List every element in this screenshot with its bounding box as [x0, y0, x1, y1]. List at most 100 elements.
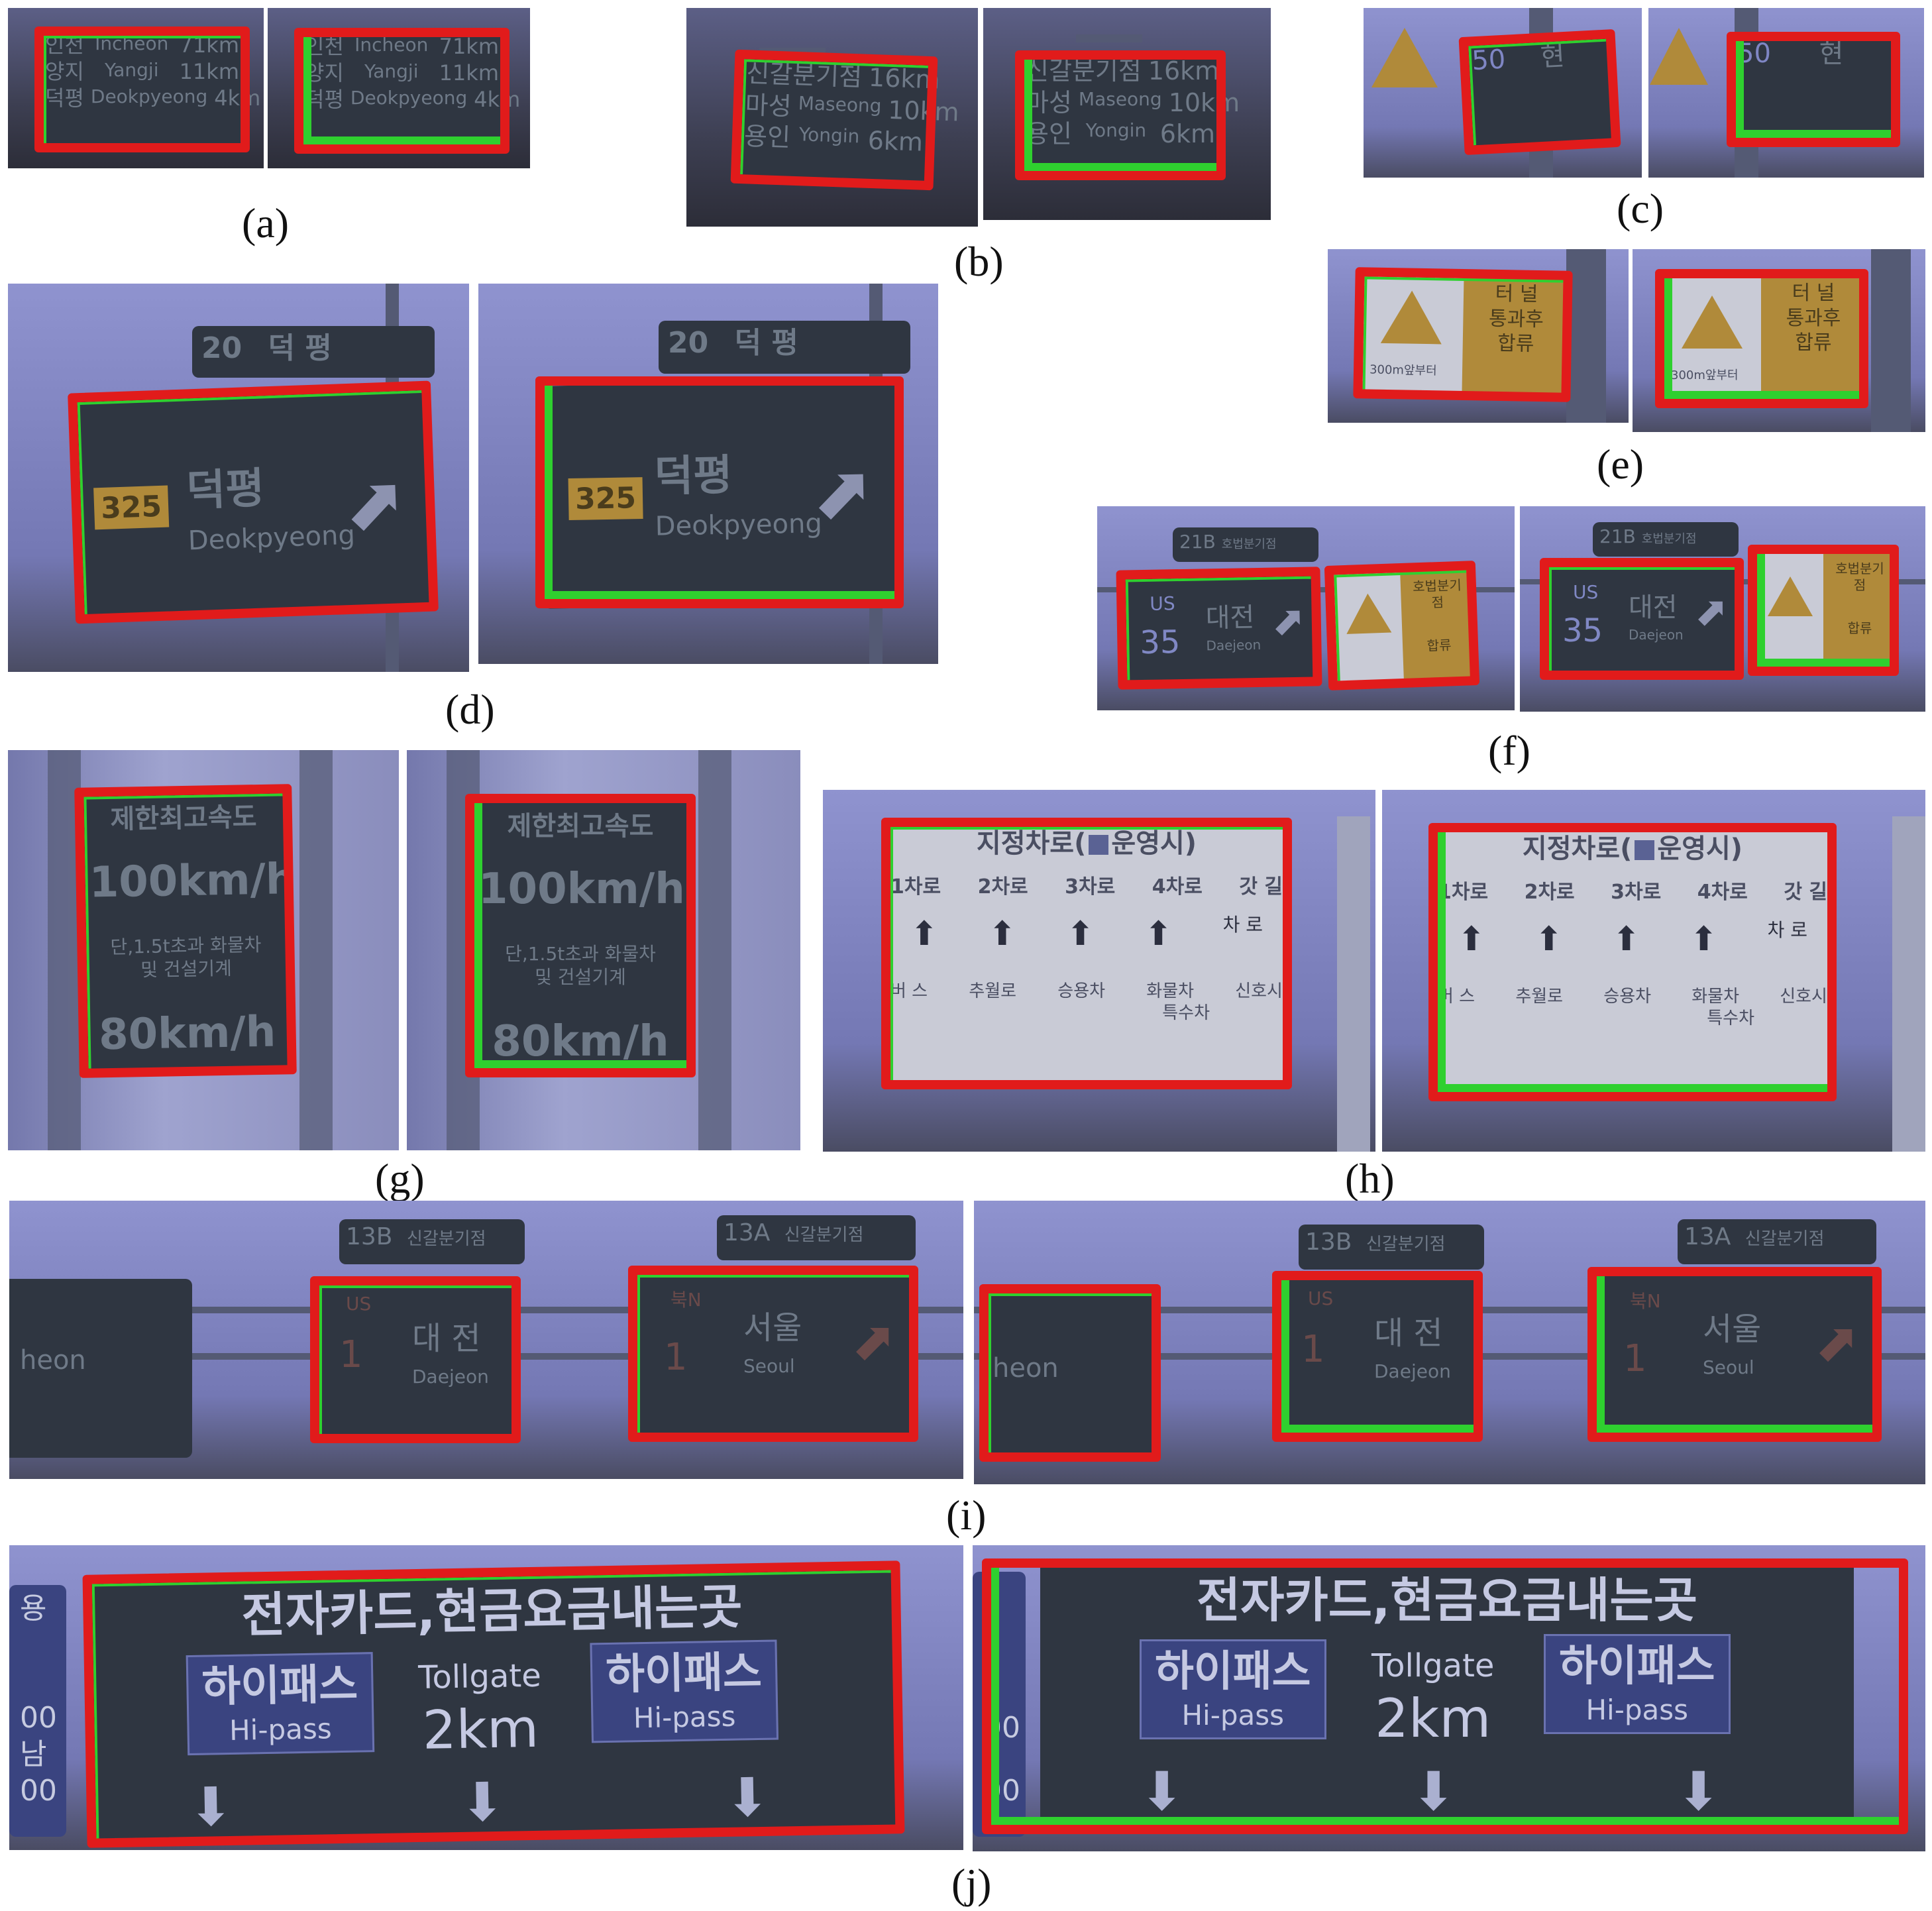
sign-text: 11km — [179, 59, 239, 84]
lane-sign: 지정차로(운영시) 1차로 2차로 3차로 4차로 갓 길 ⬆⬆⬆⬆ 차 로 버… — [1431, 826, 1834, 1091]
destination-ko: 대 전 — [412, 1320, 481, 1357]
road-sign-partial: heon — [982, 1287, 1158, 1459]
sign-text: 양지 — [305, 60, 344, 85]
hipass-box: 하이패스 Hi-pass — [1140, 1639, 1326, 1739]
truss-pole — [698, 750, 731, 1150]
pole — [1566, 249, 1606, 423]
detection-box — [68, 380, 439, 624]
lane-label: 1차로 — [1438, 881, 1489, 904]
lane-label: 1차로 — [890, 875, 941, 899]
road-sign: US 1 대 전 Daejeon — [1275, 1274, 1480, 1439]
arrow-up-icon: ⬆ — [1534, 919, 1563, 958]
lane-usage: 추월로 — [1515, 987, 1564, 1007]
arrow-up-icon: ⬆ — [1458, 919, 1485, 958]
sign-text: 양지 — [45, 59, 84, 84]
detection-box — [74, 784, 297, 1078]
arrow-up-right-icon: ⬈ — [851, 1310, 896, 1372]
caption-a: (a) — [242, 199, 290, 246]
arrow-up-icon: ⬆ — [1612, 919, 1640, 958]
caption-h: (h) — [1345, 1155, 1395, 1202]
sign-text: 11km — [439, 60, 499, 85]
lane-label: 4차로 — [1152, 875, 1203, 899]
panel-j-left: 용 00 남 00 전자카드,현금요금내는곳 하이패스 Hi-pass Toll… — [9, 1545, 963, 1850]
sign-title-text: 운영시) — [1657, 834, 1743, 864]
route-shield: 1 — [1623, 1337, 1647, 1380]
sign-text: Yongin — [1085, 119, 1147, 141]
pole — [1892, 816, 1925, 1152]
hipass-ko: 하이패스 — [1559, 1642, 1715, 1691]
sign-note: 및 건설기계 — [535, 966, 626, 988]
sign-text: 인천 — [45, 32, 84, 58]
detection-box — [1353, 267, 1573, 402]
road-sign-partial: heon — [9, 1279, 192, 1458]
exit-sign: 21B 호법분기점 — [1173, 527, 1318, 562]
arrow-up-icon: ⬆ — [1066, 914, 1095, 953]
bus-icon — [1635, 840, 1655, 860]
exit-sign: 13A 신갈분기점 — [717, 1215, 916, 1260]
exit-number: 13B — [1305, 1228, 1352, 1256]
road-sign: 호법분기점 합류 — [1750, 547, 1896, 673]
caption-c: (c) — [1617, 185, 1664, 232]
road-sign: 50 현 — [1727, 32, 1900, 147]
lane-label: 차 로 — [1222, 913, 1263, 936]
detection-box — [730, 49, 938, 191]
exit-number: 21B — [1179, 531, 1216, 553]
lane-label: 갓 길 — [1784, 881, 1827, 904]
arrow-up-right-icon: ⬈ — [1814, 1311, 1859, 1373]
exit-number: 13A — [724, 1219, 771, 1246]
sign-text: 덕평 — [305, 87, 344, 112]
arrow-down-icon: ⬇ — [1676, 1761, 1721, 1822]
sign-text: 4km — [474, 87, 521, 112]
sign-text: Maseong — [1078, 87, 1162, 110]
truss-pole — [48, 750, 81, 1150]
exit-sign: 13B 신갈분기점 — [1299, 1225, 1484, 1270]
exit-name: 호법분기점 — [1221, 537, 1277, 551]
exit-number: 13A — [1684, 1223, 1731, 1250]
detection-box — [34, 27, 250, 152]
tunnel-warning-icon — [1768, 576, 1813, 616]
panel-d-right: 20 덕 평 325 덕평 Deokpyeong ⬈ — [478, 284, 938, 664]
sign-text: Yangji — [364, 60, 419, 82]
panel-f-right: 21B 호법분기점 US 35 대전 Daejeon ⬈ 호법분기점 합류 — [1520, 506, 1925, 712]
sign-text: 71km — [439, 34, 499, 59]
sign-text: 6km — [1159, 119, 1215, 148]
detection-box — [982, 1558, 1908, 1834]
sign-text: 합류 — [1847, 620, 1872, 636]
caption-g: (g) — [375, 1155, 425, 1202]
lane-label: 4차로 — [1697, 881, 1748, 904]
tollgate-km: 2km — [1375, 1688, 1491, 1749]
panel-i-left: heon 13B 신갈분기점 US 1 대 전 Daejeon 13A 신갈분기… — [9, 1201, 963, 1479]
exit-name: 덕 평 — [268, 331, 332, 365]
arrow-up-right-icon: ⬈ — [1694, 588, 1728, 635]
pole — [1871, 249, 1911, 432]
sign-title: 지정차로(운영시) — [1438, 832, 1827, 865]
panel-g-left: 제한최고속도 100km/h 단,1.5t초과 화물차 및 건설기계 80km/… — [8, 750, 399, 1150]
detection-box — [310, 1276, 521, 1443]
lane-usage: 추월로 — [969, 981, 1017, 1001]
sign-text: Yangji — [104, 59, 159, 81]
sign-text: heon — [20, 1345, 86, 1376]
detection-box — [1727, 32, 1900, 147]
lane-label: 3차로 — [1065, 875, 1116, 899]
truss-pole — [299, 750, 333, 1150]
destination-ko: 서울 — [743, 1309, 802, 1346]
arrow-up-icon: ⬆ — [988, 914, 1016, 953]
arrow-up-icon: ⬆ — [1690, 919, 1718, 958]
sign-title-text: 운영시) — [1111, 828, 1197, 859]
panel-f-left: 21B 호법분기점 US 35 대전 Daejeon ⬈ 호법분기점 합류 — [1097, 506, 1515, 710]
sign-text: 터 널 — [1792, 282, 1835, 305]
sign-text: 00 — [20, 1774, 57, 1808]
bus-icon — [1089, 835, 1109, 855]
road-sign: US 1 대 전 Daejeon — [313, 1279, 518, 1441]
route-shield: 1 — [1301, 1328, 1325, 1371]
sign-text: 4km — [214, 85, 261, 111]
detection-box — [628, 1266, 918, 1442]
lane-label: 3차로 — [1611, 881, 1662, 904]
destination-ko: 대 전 — [1374, 1315, 1443, 1352]
exit-sign: 20 덕 평 — [659, 321, 910, 374]
sign-panel: 터 널 통과후 합류 — [1761, 272, 1866, 406]
